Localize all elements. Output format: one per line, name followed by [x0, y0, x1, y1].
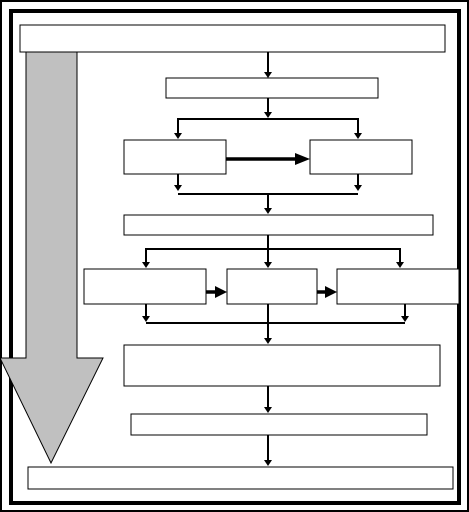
big-down-arrow	[0, 51, 104, 465]
arrowhead	[401, 316, 409, 322]
arrowhead	[264, 338, 272, 344]
arrowhead	[264, 460, 272, 466]
arrowhead	[142, 316, 150, 322]
arrowhead	[264, 407, 272, 413]
step-4b-box	[226, 268, 318, 305]
arrowhead	[264, 208, 272, 214]
arrowhead	[354, 133, 362, 139]
thick-arrowhead	[215, 286, 227, 298]
arrowhead	[264, 72, 272, 78]
step-6-box	[130, 413, 428, 436]
inner-frame	[9, 9, 461, 505]
thick-arrowhead	[325, 286, 337, 298]
arrowhead	[174, 133, 182, 139]
arrowhead	[142, 262, 150, 268]
thick-arrowhead	[295, 153, 310, 165]
arrowhead	[264, 262, 272, 268]
step-2a-box	[123, 139, 227, 175]
step-4a-box	[83, 268, 207, 305]
step-3-box	[123, 214, 434, 236]
step-4c-box	[336, 268, 460, 305]
arrowhead	[174, 185, 182, 191]
arrowhead	[396, 262, 404, 268]
top-banner-box	[19, 24, 446, 53]
step-1-box	[165, 77, 379, 99]
arrowhead	[354, 185, 362, 191]
arrowhead	[264, 112, 272, 118]
step-2b-box	[309, 139, 413, 175]
bottom-banner-box	[27, 466, 454, 490]
step-5-box	[123, 344, 441, 387]
